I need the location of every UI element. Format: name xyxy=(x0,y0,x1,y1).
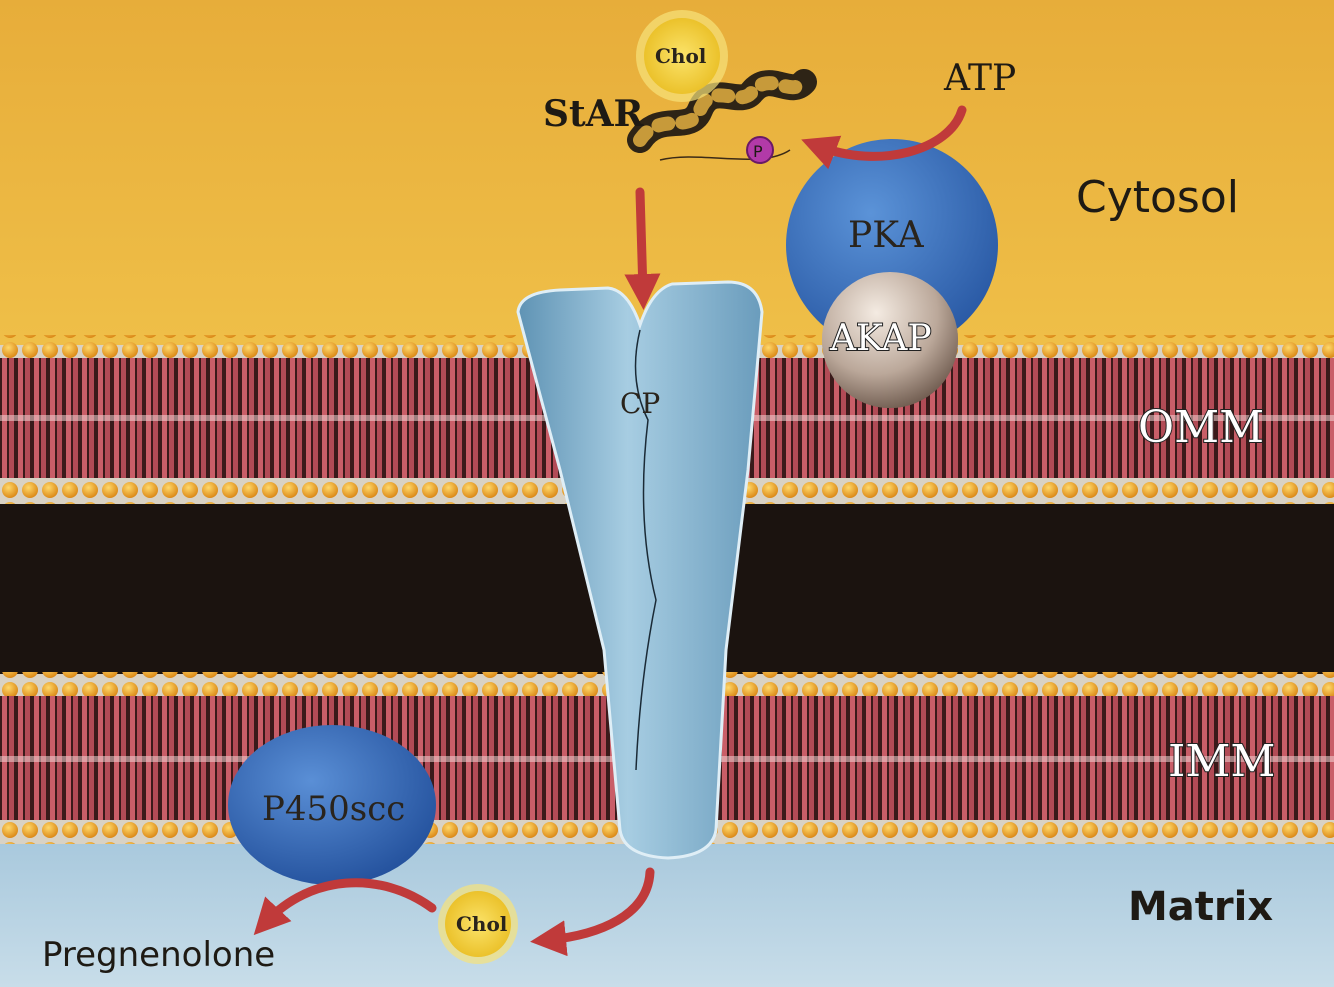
p450scc-enzyme: P450scc xyxy=(228,725,436,885)
star-label: StAR xyxy=(543,93,645,135)
phosphate-label: P xyxy=(753,142,763,161)
cp-label: CP xyxy=(620,387,660,420)
cholesterol-top: Chol xyxy=(636,10,728,102)
chol-bottom-label: Chol xyxy=(456,912,508,936)
omm-label: OMM xyxy=(1138,402,1264,453)
atp-label: ATP xyxy=(943,58,1016,99)
akap-label: AKAP xyxy=(829,318,932,359)
matrix-label: Matrix xyxy=(1128,884,1273,930)
cholesterol-bottom: Chol xyxy=(438,884,518,964)
star-to-cp-arrow xyxy=(640,192,643,292)
cytosol-label: Cytosol xyxy=(1076,172,1239,223)
p450scc-label: P450scc xyxy=(262,789,405,829)
pka-label: PKA xyxy=(848,215,925,256)
pregnenolone-label: Pregnenolone xyxy=(42,935,275,975)
chol-top-label: Chol xyxy=(655,44,707,68)
imm-label: IMM xyxy=(1168,736,1276,787)
